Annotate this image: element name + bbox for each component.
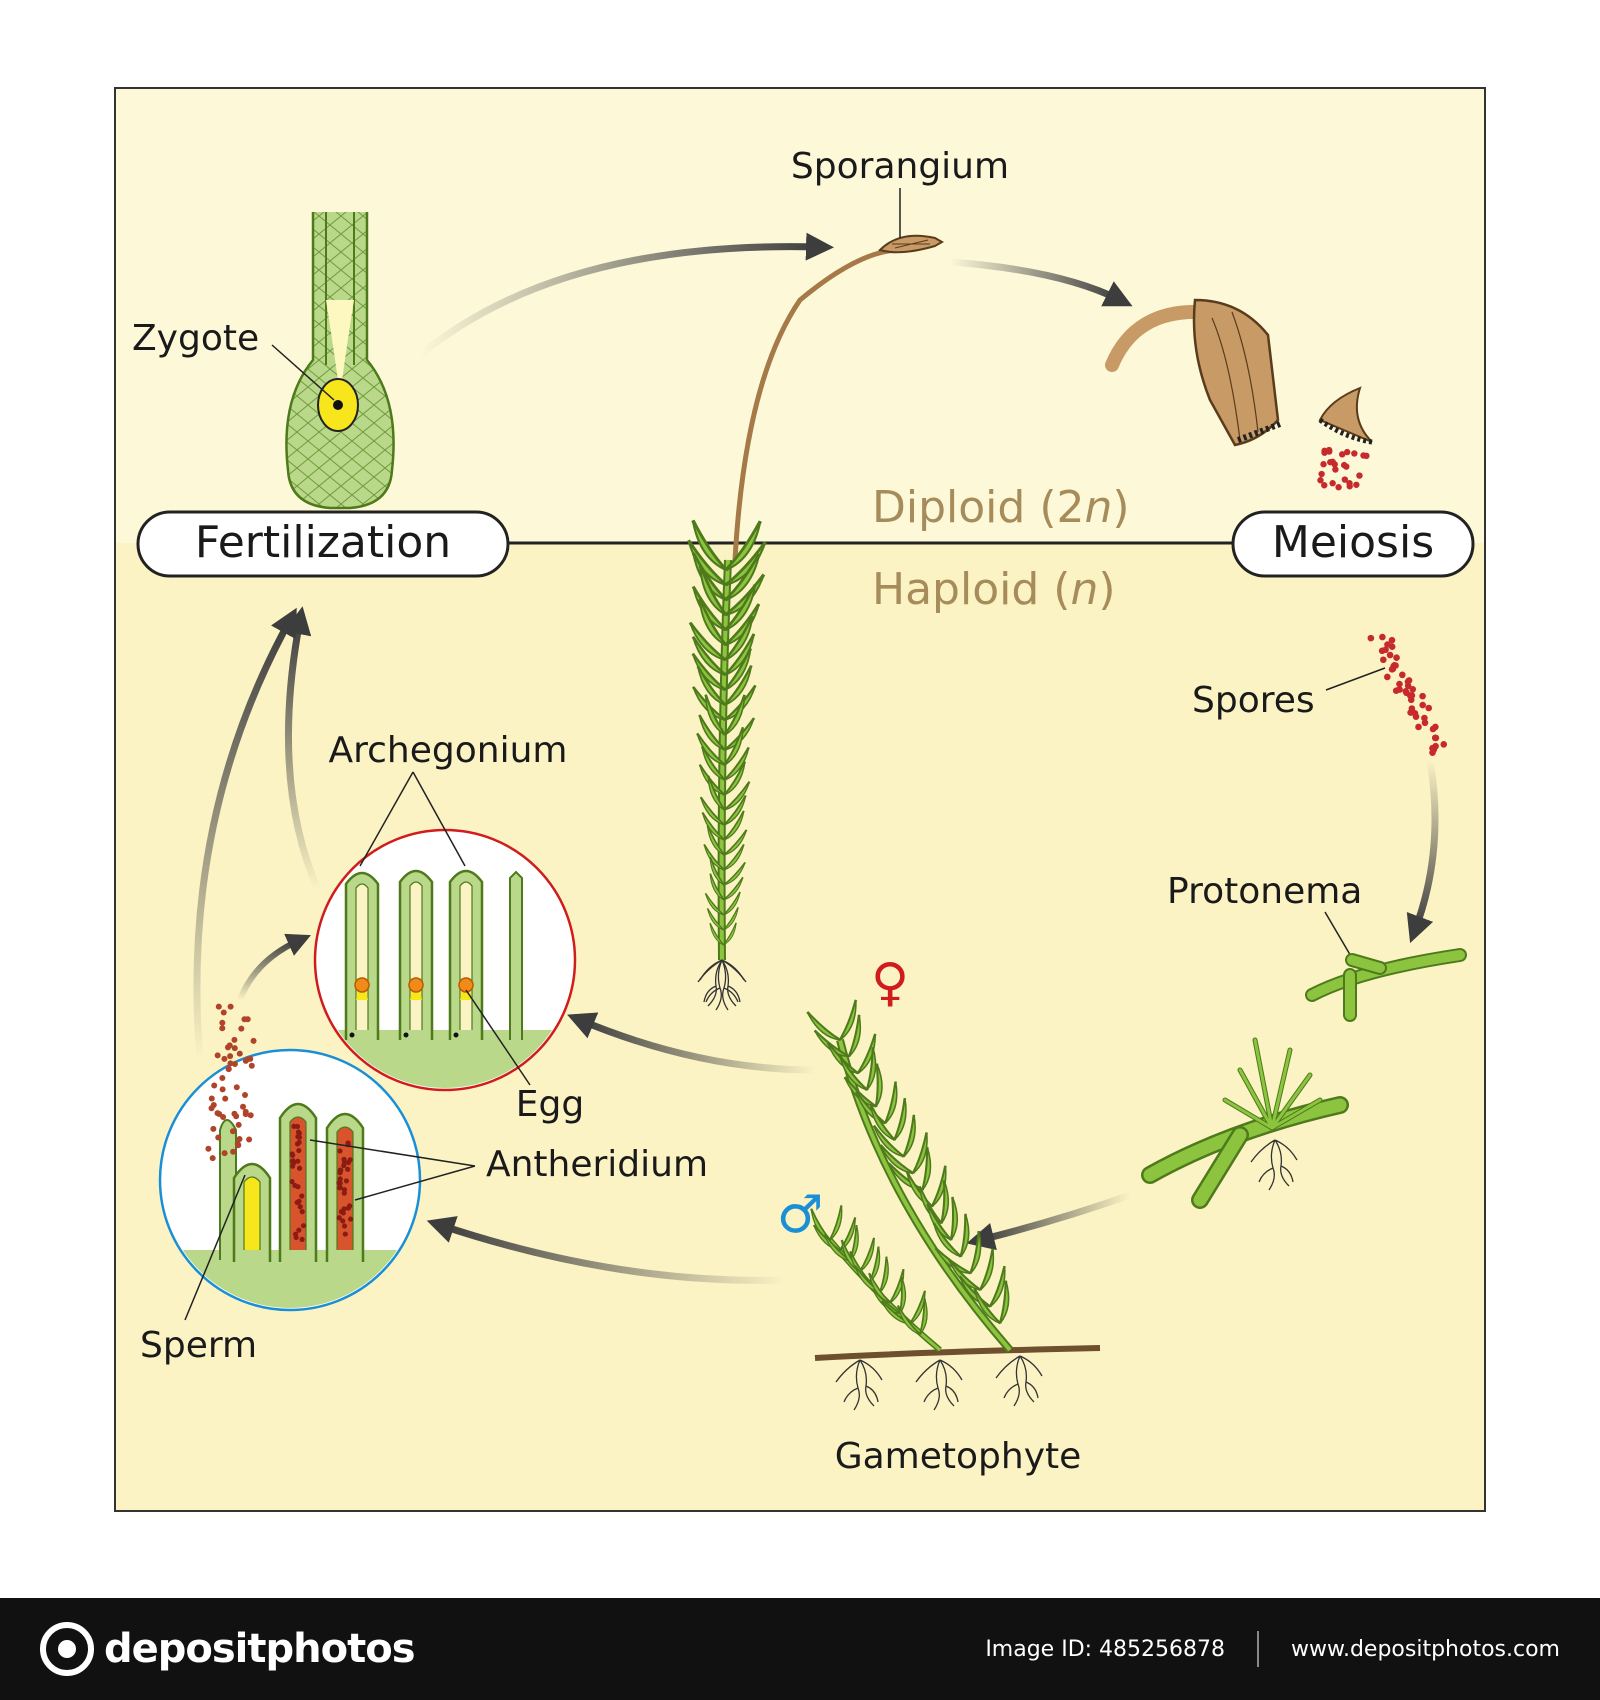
zygote-leader-line (271, 344, 335, 401)
diploid-label: Diploid (2n) (872, 482, 1130, 533)
sporangium-label: Sporangium (791, 146, 1009, 187)
moss-life-cycle-diagram: Fertilization Meiosis Diploid (2n) Haplo… (114, 87, 1486, 1512)
zygote-archegonium-illustration (285, 212, 395, 510)
depositphotos-logo-text: depositphotos (104, 1626, 416, 1672)
gametophyte-label: Gametophyte (835, 1436, 1082, 1477)
protonema-leader-line (1324, 911, 1353, 959)
diagram-frame (114, 87, 1486, 1512)
arrow-archegonium-to-fertilization (283, 606, 322, 892)
spores-cluster (1367, 633, 1448, 756)
archegonium-label: Archegonium (329, 730, 568, 771)
antheridium-label: Antheridium (486, 1144, 708, 1185)
open-capsule-illustration (1105, 298, 1373, 491)
image-id-text: Image ID: 485256878 (985, 1636, 1226, 1662)
gametophyte-illustration (801, 998, 1101, 1411)
archegonium-leader-lines (359, 771, 466, 867)
meiosis-label: Meiosis (1272, 517, 1434, 568)
arrow-male-to-antheridium (426, 1216, 786, 1284)
arrow-zygote-to-sporangium (417, 232, 834, 358)
egg-leader-line (465, 989, 531, 1086)
antheridium-leader-lines (309, 1139, 476, 1201)
arrow-spores-to-protonema (1406, 759, 1439, 944)
fertilization-label: Fertilization (195, 517, 451, 568)
leafy-gametophyte-shoot (676, 518, 777, 1011)
spores-label: Spores (1192, 680, 1315, 721)
protonema-label: Protonema (1167, 871, 1362, 912)
depositphotos-logo: depositphotos (40, 1622, 416, 1676)
arrow-sporangium-to-capsule (949, 258, 1133, 307)
arrow-bud-to-gametophyte (966, 1191, 1132, 1251)
female-symbol: ♀ (871, 953, 909, 1013)
arrow-female-to-archegonium (567, 1012, 816, 1074)
fertilization-node: Fertilization (136, 510, 510, 578)
bud-gametophyte-illustration (1141, 1037, 1349, 1209)
arrow-sperm-to-archegonium (237, 933, 311, 1002)
archegonium-closeup (313, 828, 577, 1092)
depositphotos-logo-icon (40, 1622, 94, 1676)
spores-leader-line (1325, 667, 1386, 691)
haploid-label: Haploid (n) (872, 564, 1116, 615)
sperm-leader-line (184, 1174, 246, 1321)
site-url-text: www.depositphotos.com (1291, 1636, 1560, 1662)
male-symbol: ♂ (777, 1185, 824, 1245)
egg-label: Egg (516, 1084, 584, 1125)
sperm-label: Sperm (140, 1325, 257, 1366)
watermark-footer: depositphotos Image ID: 485256878 www.de… (0, 1598, 1600, 1700)
sporophyte-illustration (732, 234, 945, 561)
sperm-cloud (205, 1003, 257, 1162)
protonema-illustration (1305, 948, 1467, 1022)
zygote-label: Zygote (132, 318, 259, 359)
footer-separator (1257, 1631, 1260, 1667)
arrow-antheridium-to-fertilization (193, 607, 297, 1061)
meiosis-node: Meiosis (1231, 510, 1475, 578)
